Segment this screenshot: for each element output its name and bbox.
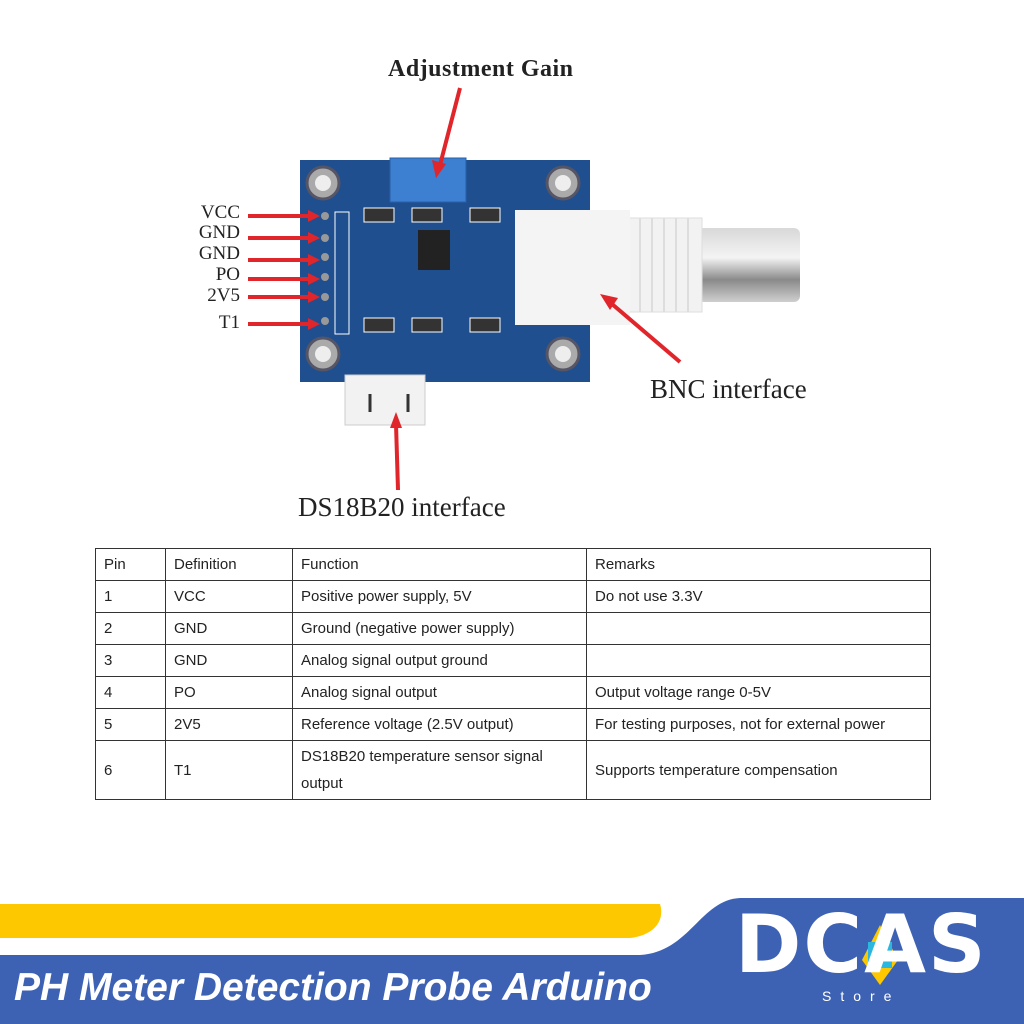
pin-label-vcc: VCC [200, 202, 240, 223]
cell [586, 612, 931, 645]
table-header-row: Pin Definition Function Remarks [95, 548, 931, 581]
store-logo-subtitle: Store [822, 988, 901, 1004]
cell: 4 [95, 676, 166, 709]
cell: VCC [165, 580, 293, 613]
cell: Positive power supply, 5V [292, 580, 587, 613]
logo-emblem-icon [862, 925, 898, 985]
cell: 2V5 [165, 708, 293, 741]
cell: 6 [95, 740, 166, 800]
pin-label-2v5: 2V5 [207, 285, 240, 306]
cell: DS18B20 temperature sensor signal output [292, 740, 587, 800]
cell: 5 [95, 708, 166, 741]
cell: 1 [95, 580, 166, 613]
cell: Analog signal output [292, 676, 587, 709]
cell: Reference voltage (2.5V output) [292, 708, 587, 741]
cell: Ground (negative power supply) [292, 612, 587, 645]
cell: GND [165, 612, 293, 645]
cell: T1 [165, 740, 293, 800]
cell [586, 644, 931, 677]
pin-label-t1: T1 [218, 312, 240, 333]
ds18b20-interface-label: DS18B20 interface [298, 492, 506, 522]
ph-sensor-board-image [248, 87, 800, 491]
header-definition: Definition [165, 548, 293, 581]
header-remarks: Remarks [586, 548, 931, 581]
pin-label-gnd-2: GND [198, 243, 240, 264]
cell: For testing purposes, not for external p… [586, 708, 931, 741]
pcb [300, 157, 630, 382]
pin-label-po: PO [215, 264, 240, 285]
header-pin: Pin [95, 548, 166, 581]
banner-title: PH Meter Detection Probe Arduino [14, 966, 652, 1009]
cell: Output voltage range 0-5V [586, 676, 931, 709]
cell: Analog signal output ground [292, 644, 587, 677]
pin-label-gnd: GND [198, 222, 240, 243]
cell: Supports temperature compensation [586, 740, 931, 800]
annotation-arrows [248, 87, 682, 491]
cell: GND [165, 644, 293, 677]
bnc-interface-label: BNC interface [650, 374, 807, 404]
banner-background [0, 898, 1024, 1024]
header-function: Function [292, 548, 587, 581]
adjustment-gain-label: Adjustment Gain [388, 56, 574, 82]
bnc-connector [627, 217, 800, 313]
jst-connector [344, 374, 426, 426]
store-logo: DCAS [735, 898, 988, 991]
cell: Do not use 3.3V [586, 580, 931, 613]
cell: PO [165, 676, 293, 709]
cell: 3 [95, 644, 166, 677]
cell: 2 [95, 612, 166, 645]
